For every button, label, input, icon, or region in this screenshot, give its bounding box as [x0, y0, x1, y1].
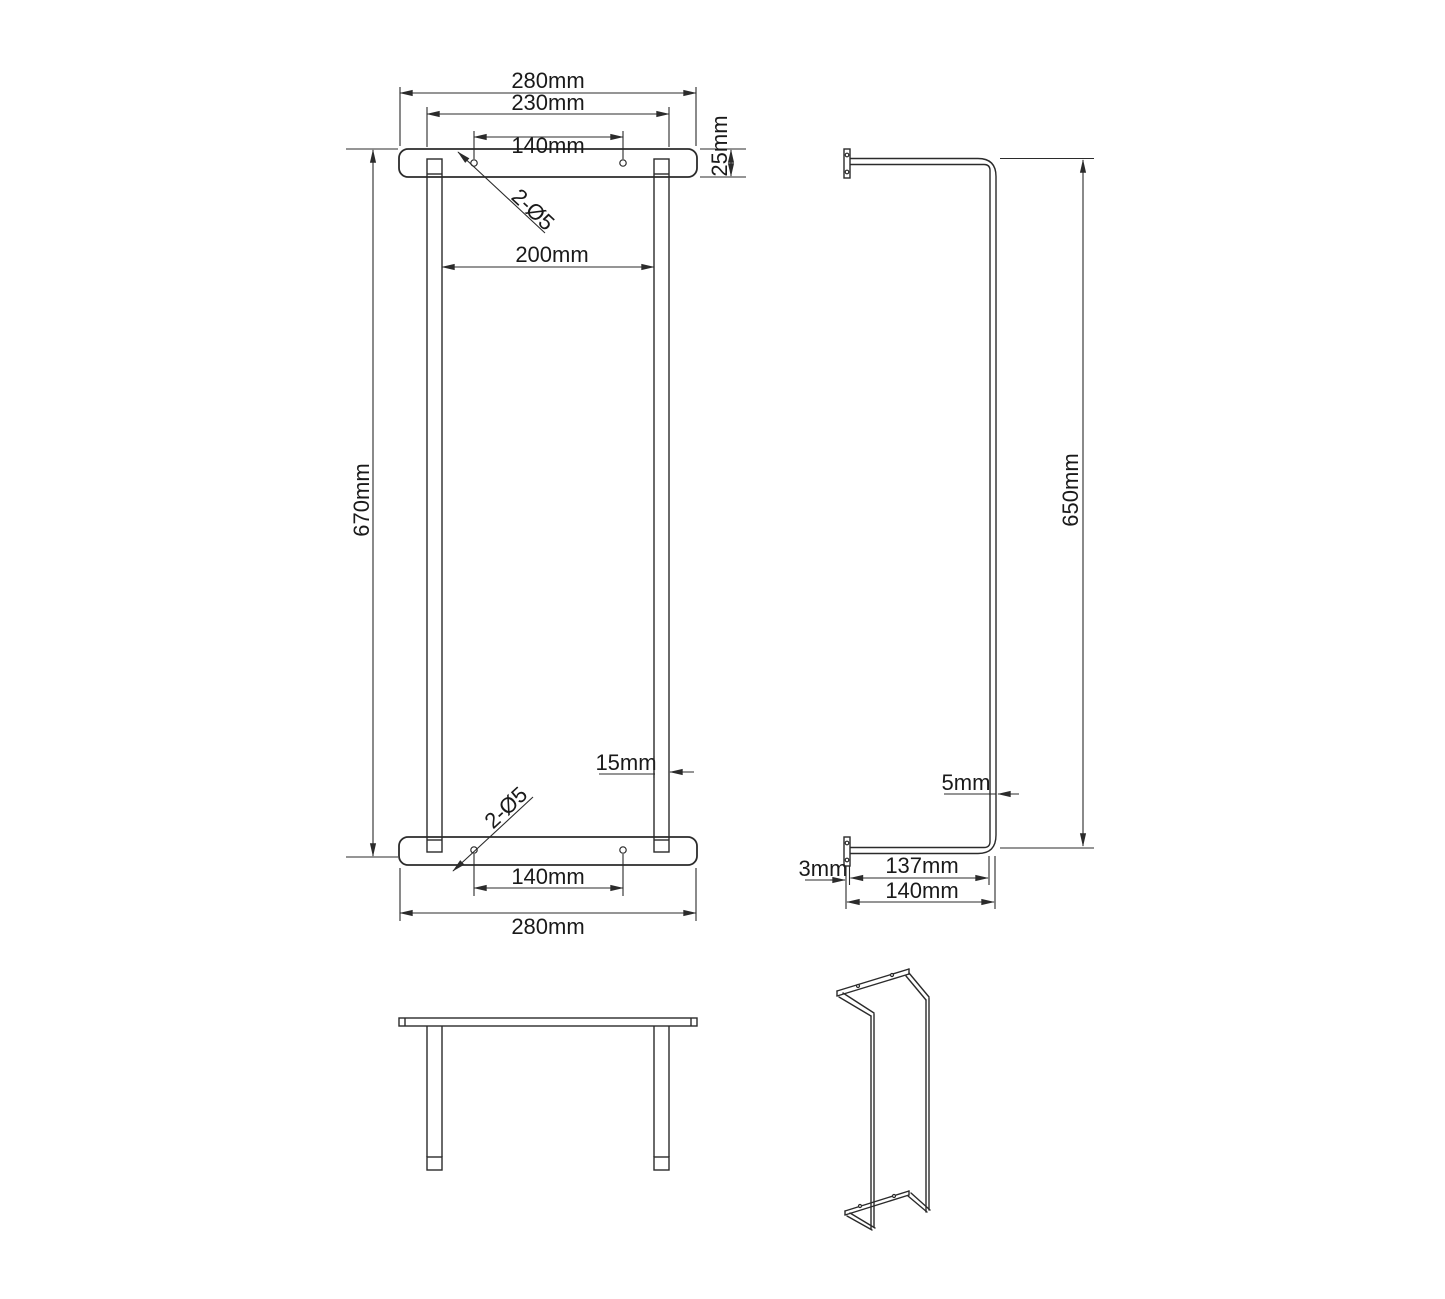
iso-bottom-bar [844, 1190, 910, 1216]
dim-label-front-leg-outer-span: 230mm [511, 90, 584, 115]
side-outline [843, 148, 997, 867]
dim-side-tube-thickness: 5mm [942, 770, 1019, 798]
dim-label-front-width-bottom: 280mm [511, 914, 584, 939]
front-view: 280mm 230mm 140mm 25mm 2-Ø5 [346, 68, 746, 939]
front-screw-holes [470, 159, 627, 854]
dim-label-front-bar-height: 25mm [707, 115, 732, 176]
dim-label-front-leg-clear-span: 200mm [515, 242, 588, 267]
dim-label-front-hole-spacing-bottom: 140mm [511, 864, 584, 889]
dim-label-front-leg-width: 15mm [595, 750, 656, 775]
front-outline [398, 148, 698, 866]
side-tube-inner [850, 163, 991, 849]
front-left-leg [426, 158, 443, 853]
dim-front-leg-clear-span: 200mm [441, 242, 655, 271]
iso-top-arms [838, 972, 930, 1017]
side-tube-outer [850, 157, 997, 855]
plan-bar-end-caps [404, 1018, 692, 1026]
plan-bar [398, 1017, 698, 1027]
dim-label-front-overall-height: 670mm [349, 463, 374, 536]
plan-right-rail-section [653, 1156, 670, 1171]
plan-left-rail-section [426, 1156, 443, 1171]
side-view: 650mm 5mm 3mm 137mm 140mm [799, 148, 1094, 909]
iso-rails [870, 997, 930, 1230]
dim-front-leg-outer-span: 230mm [426, 90, 670, 147]
dim-front-bar-height: 25mm [700, 115, 746, 178]
side-plate-holes [844, 152, 850, 863]
dim-label-side-plate-thickness: 3mm [799, 856, 848, 881]
plan-view [398, 1017, 698, 1171]
dim-label-side-overall-height: 650mm [1058, 453, 1083, 526]
front-top-bar [398, 148, 698, 178]
side-wall-plate-bottom [843, 836, 851, 867]
iso-top-bar [836, 968, 910, 997]
dim-front-hole-spacing-bottom: 140mm [473, 854, 624, 896]
iso-bottom-arms [846, 1192, 931, 1231]
dim-side-depth-overall: 140mm [845, 856, 996, 909]
dim-label-front-width-top: 280mm [511, 68, 584, 93]
front-leg-seams [427, 173, 669, 841]
dim-front-overall-height: 670mm [346, 148, 398, 858]
isometric-view [836, 968, 931, 1231]
dim-front-overall-width-top: 280mm [399, 68, 697, 146]
dim-side-plate-thickness: 3mm [799, 856, 848, 884]
dim-label-front-hole-spacing-top: 140mm [511, 133, 584, 158]
front-bottom-bar [398, 836, 698, 866]
front-right-leg [653, 158, 670, 853]
dim-label-side-depth-overall: 140mm [885, 878, 958, 903]
dim-front-leg-width: 15mm [595, 750, 694, 778]
dim-front-hole-spacing-top: 140mm [473, 131, 624, 159]
dim-label-side-tube-thickness: 5mm [942, 770, 991, 795]
dim-front-overall-width-bottom: 280mm [399, 868, 697, 939]
dim-side-depth-inner: 137mm [848, 853, 990, 885]
dim-side-overall-height: 650mm [1000, 157, 1094, 849]
plan-arms [426, 1026, 670, 1157]
dim-label-side-depth-inner: 137mm [885, 853, 958, 878]
side-wall-plate-top [843, 148, 851, 179]
